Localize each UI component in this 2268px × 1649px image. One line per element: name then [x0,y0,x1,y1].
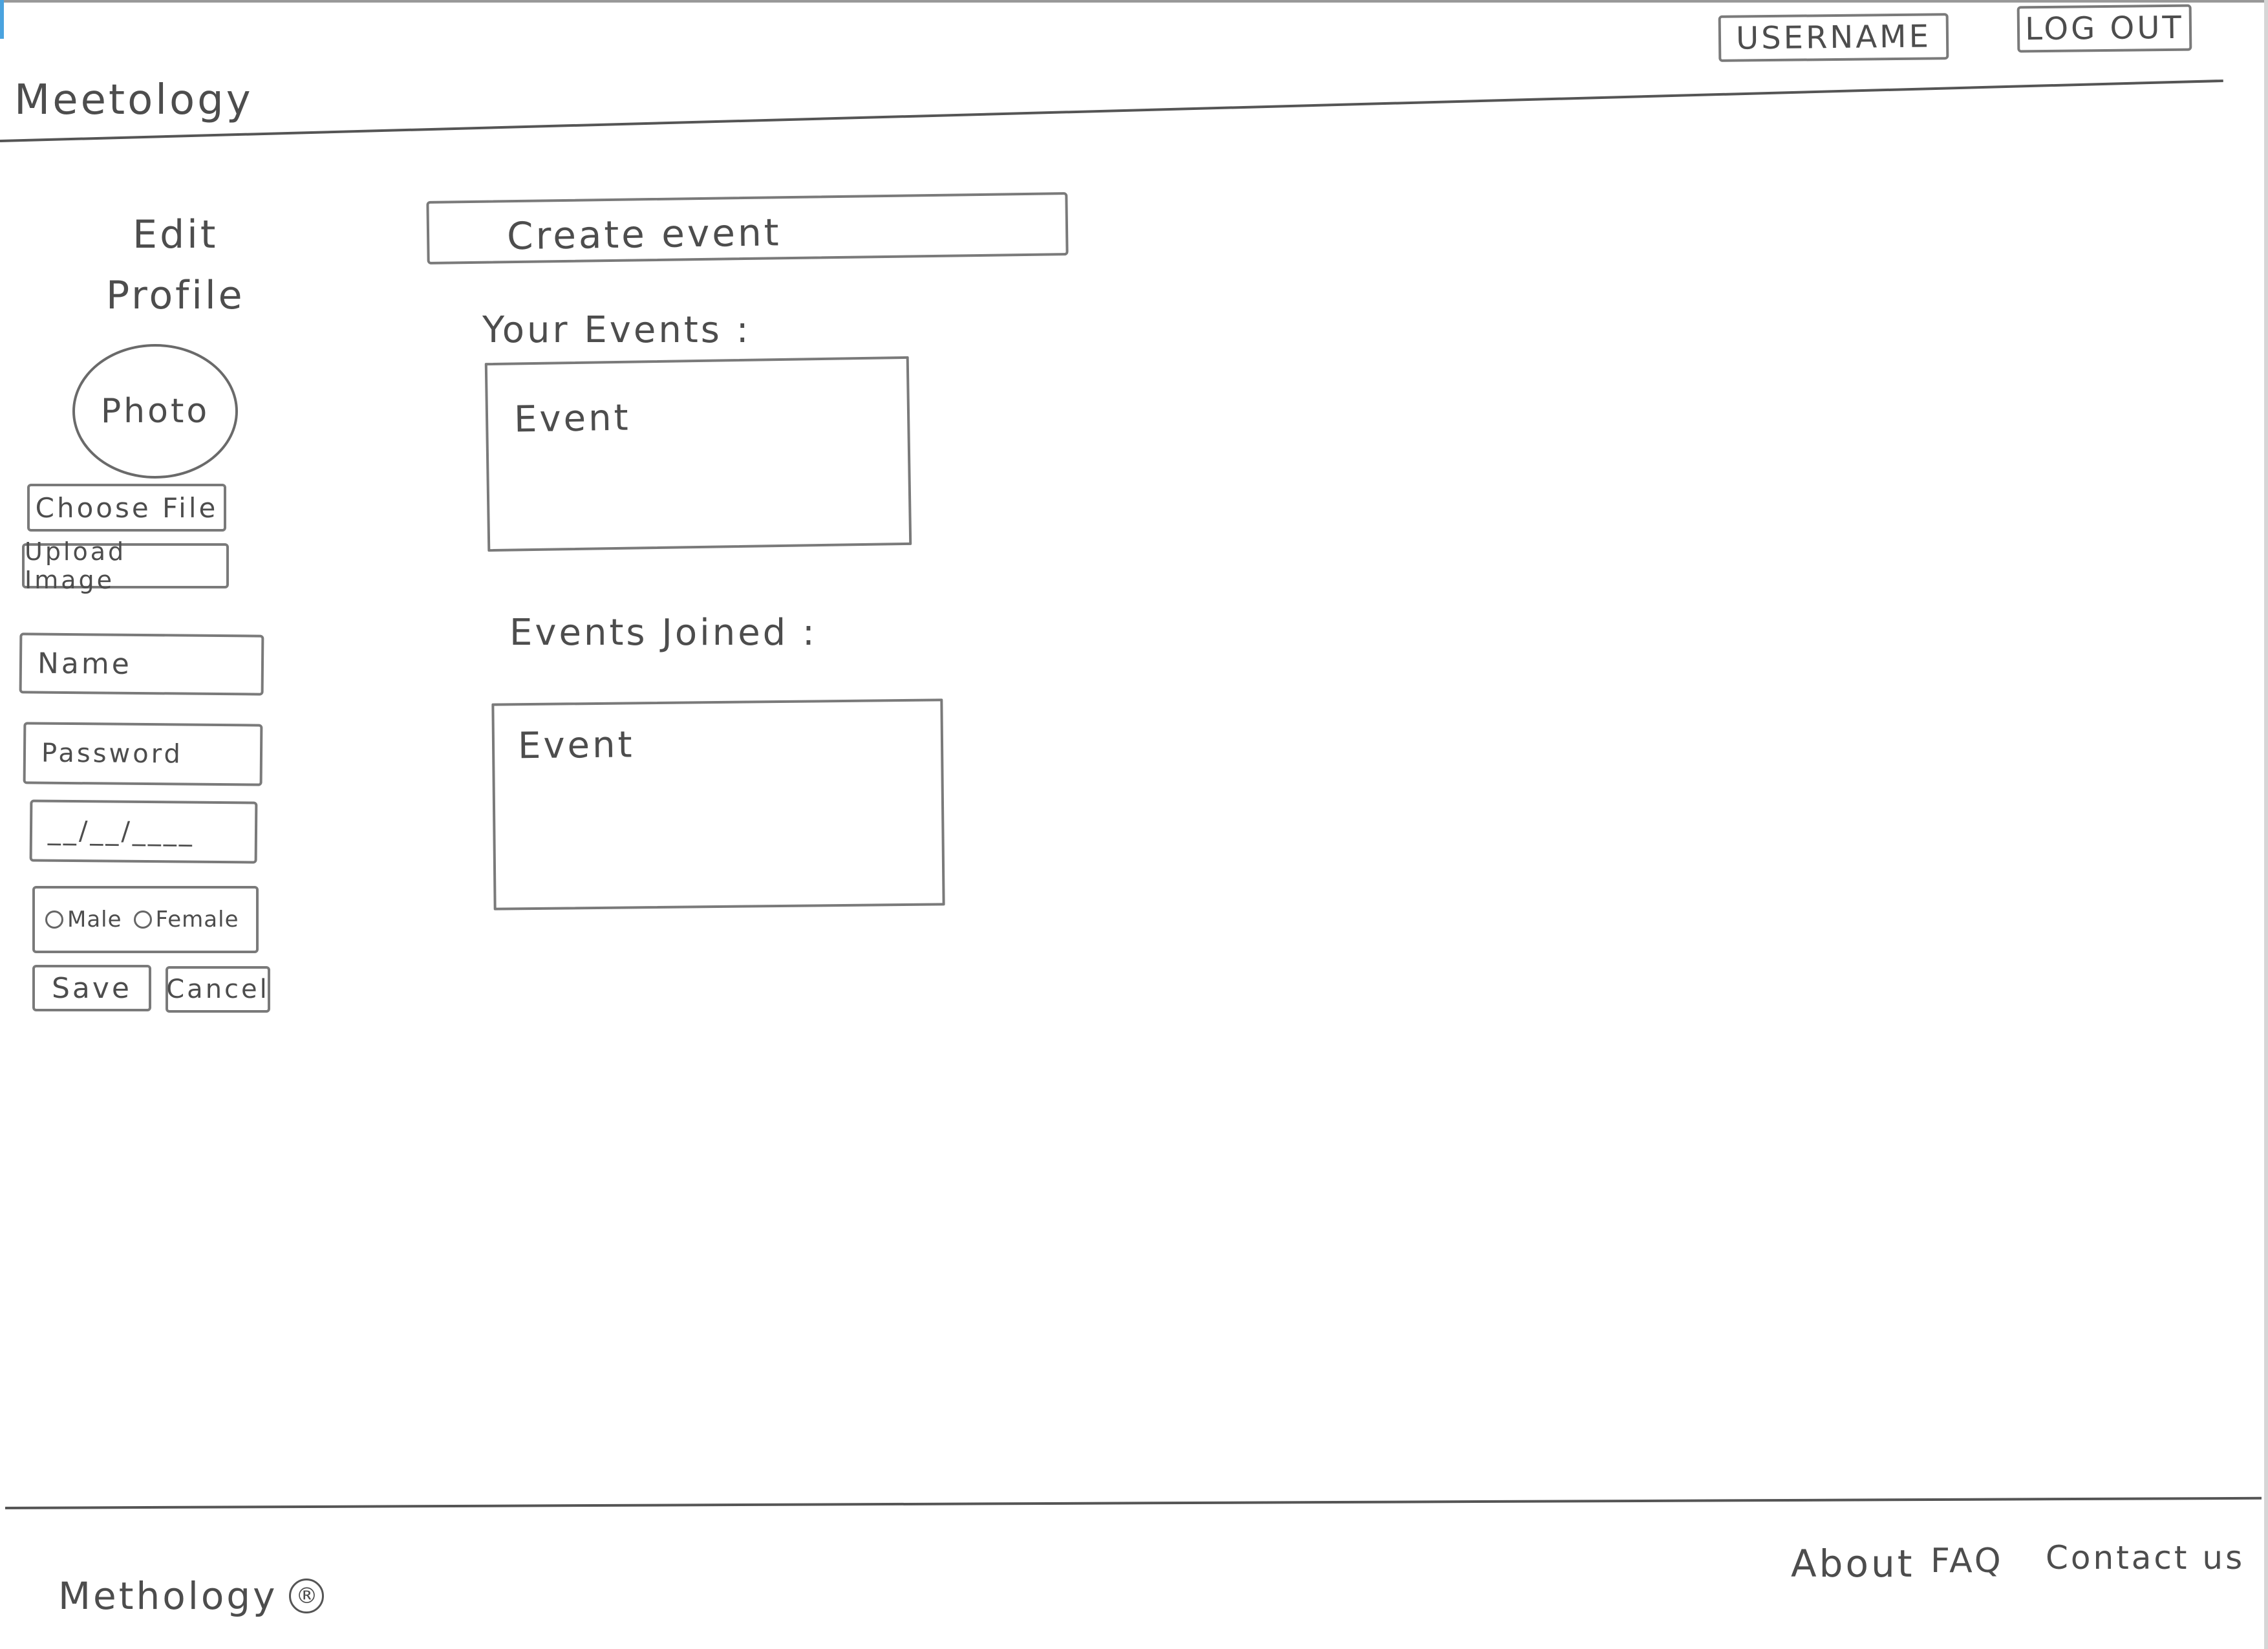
header-divider [0,79,2223,142]
page-top-edge [0,0,2268,3]
gender-male-option[interactable]: Male [45,907,122,932]
gender-male-label: Male [67,907,122,932]
upload-image-button[interactable]: Upload Image [22,537,229,594]
footer-link-faq[interactable]: FAQ [1931,1542,2004,1580]
your-events-heading: Your Events : [482,309,751,351]
page-right-edge [2264,0,2268,1649]
male-radio[interactable] [45,911,63,929]
your-events-list: Event [484,356,912,552]
page-left-mark [0,0,4,39]
footer-logo-text: Methology [58,1574,278,1618]
footer-link-about[interactable]: About [1791,1542,1915,1586]
events-joined-heading: Events Joined : [509,612,817,654]
events-joined-item[interactable]: Event [517,724,635,768]
profile-photo: Photo [72,344,238,479]
username-button[interactable]: USERNAME [1718,13,1949,62]
footer-logo: Methology ® [58,1574,325,1618]
footer-divider [5,1496,2262,1509]
gender-female-option[interactable]: Female [133,907,239,932]
choose-file-button[interactable]: Choose File [27,484,226,532]
edit-profile-title-line2: Profile [106,273,245,318]
cancel-button[interactable]: Cancel [166,966,270,1013]
female-radio[interactable] [133,911,152,929]
gender-field[interactable]: Male Female [32,886,259,953]
create-event-button[interactable]: Create event [426,192,1069,264]
footer-link-contact[interactable]: Contact us [2046,1539,2245,1577]
save-button[interactable]: Save [32,965,151,1011]
registered-icon: ® [289,1579,325,1613]
profile-photo-label: Photo [100,392,210,431]
gender-female-label: Female [155,907,239,932]
your-events-item[interactable]: Event [513,396,632,441]
edit-profile-title-line1: Edit [133,212,219,257]
birthdate-field[interactable]: __/__/____ [29,799,258,864]
header-logo[interactable]: Meetology [14,76,253,124]
events-joined-list: Event [491,698,945,911]
edit-profile-title: Edit Profile [106,204,245,326]
name-field[interactable]: Name [19,632,264,696]
logout-button[interactable]: LOG OUT [2017,4,2192,53]
password-field[interactable]: Password [23,722,263,786]
